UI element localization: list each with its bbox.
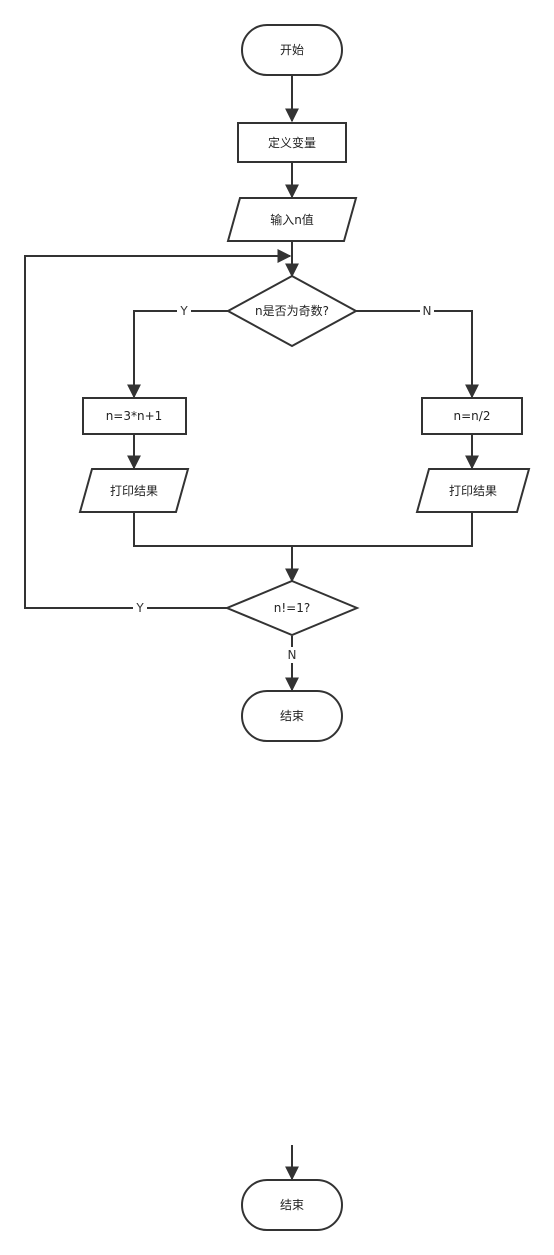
- edge-odd-yes: [127, 310, 228, 399]
- edge-print-left-merge: [133, 512, 292, 547]
- not-one-decision: n!=1?: [224, 579, 360, 637]
- even-calc-label: n=n/2: [454, 409, 491, 423]
- define-vars-label: 定义变量: [268, 135, 316, 150]
- odd-calc-node: n=3*n+1: [82, 397, 187, 435]
- input-n-label: 输入n值: [270, 212, 314, 227]
- label-loop-yes: Y: [135, 601, 144, 615]
- start-node-label: 开始: [280, 43, 304, 57]
- edge-odd-no: [356, 310, 479, 399]
- end-bottom-node: 结束: [241, 1179, 343, 1231]
- even-calc-node: n=n/2: [421, 397, 523, 435]
- nodes: 开始 定义变量 输入n值 n是否为奇数? n=3*n+1 n=n/2 打印结果: [78, 24, 531, 1231]
- is-odd-label: n是否为奇数?: [255, 303, 329, 318]
- end-node: 结束: [241, 690, 343, 742]
- edges: [24, 75, 479, 1181]
- print-left-label: 打印结果: [110, 484, 158, 498]
- not-one-label: n!=1?: [274, 601, 310, 615]
- label-odd-no: N: [423, 304, 432, 318]
- end-bottom-label: 结束: [280, 1198, 304, 1212]
- edge-loop-yes: [24, 249, 292, 609]
- define-vars-node: 定义变量: [237, 122, 347, 163]
- print-right-label: 打印结果: [449, 484, 497, 498]
- input-n-node: 输入n值: [226, 197, 358, 242]
- end-node-label: 结束: [280, 709, 304, 723]
- odd-calc-label: n=3*n+1: [106, 409, 163, 423]
- start-node: 开始: [241, 24, 343, 76]
- label-odd-yes: Y: [179, 304, 188, 318]
- label-exit-no: N: [288, 648, 297, 662]
- edge-labels: Y N Y N: [133, 303, 434, 663]
- is-odd-decision: n是否为奇数?: [225, 274, 359, 348]
- print-right-node: 打印结果: [415, 468, 531, 513]
- edge-print-right-merge: [292, 512, 473, 547]
- print-left-node: 打印结果: [78, 468, 190, 513]
